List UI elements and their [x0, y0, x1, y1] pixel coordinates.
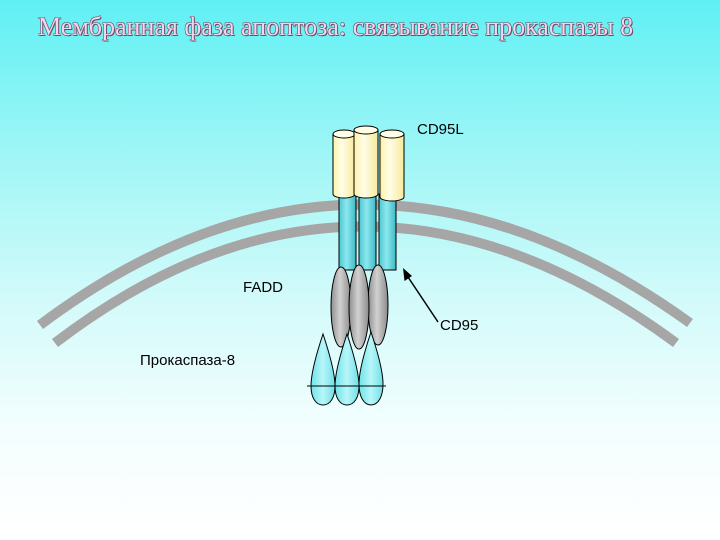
slide-title: Мембранная фаза апоптоза: связывание про… — [38, 12, 634, 41]
cd95-pointer-arrow — [403, 268, 439, 323]
fadd-ellipse — [348, 264, 370, 350]
label-cd95: CD95 — [440, 317, 479, 334]
cd95l-ligands — [332, 125, 405, 202]
cd95l-cylinder — [332, 129, 356, 199]
label-cd95l: CD95L — [417, 121, 464, 138]
cd95-receptor — [358, 189, 377, 271]
cd95-receptors — [338, 189, 397, 271]
cd95-receptor — [378, 193, 397, 271]
label-procaspase8: Прокаспаза-8 — [140, 352, 236, 369]
procaspase8-drop — [334, 332, 360, 406]
cd95-receptor — [338, 193, 357, 271]
fadd-adaptors — [330, 264, 389, 350]
procaspase8-drop — [310, 332, 336, 406]
procaspase8-molecules — [307, 330, 386, 406]
label-fadd: FADD — [243, 279, 284, 296]
cd95l-cylinder — [379, 129, 405, 202]
cd95l-cylinder — [353, 125, 379, 199]
fadd-ellipse — [330, 266, 352, 348]
procaspase8-drop — [358, 330, 384, 406]
